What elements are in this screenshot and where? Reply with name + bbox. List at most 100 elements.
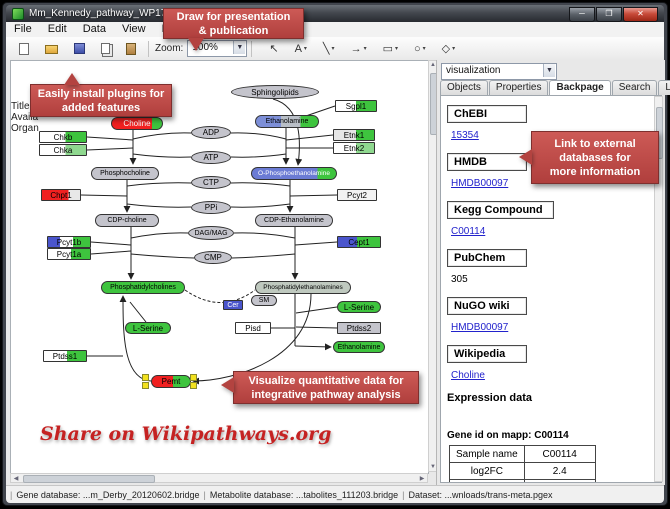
ethanolamine-top-node[interactable]: Ethanolamine [255,115,319,128]
chevron-down-icon[interactable]: ▾ [452,46,456,52]
tab-objects[interactable]: Objects [440,80,488,95]
sample-square-icon [142,374,149,381]
database-id-link[interactable]: Choline [451,370,485,381]
adp-node[interactable]: ADP [191,126,231,139]
gene-id-line: Gene id on mapp: C00114 [447,430,569,441]
database-header: PubChem [447,249,527,267]
rectangle-tool-icon: ▭ [382,43,393,55]
selection-tool-button[interactable]: ↖ [262,40,285,58]
table-cell: 7.80252E-4 [523,479,596,482]
tab-search[interactable]: Search [611,80,658,95]
pcyt1a-node[interactable]: Pcyt1a [47,248,91,260]
chka-node[interactable]: Chka [39,144,87,156]
scroll-right-icon[interactable]: ▶ [419,476,425,482]
phosphocholine-node[interactable]: Phosphocholine [91,167,159,180]
pemt-node[interactable]: Pemt [151,375,191,388]
tab-backpage[interactable]: Backpage [549,80,611,95]
database-id-link[interactable]: HMDB00097 [451,322,509,333]
database-id-link[interactable]: C00114 [451,226,486,237]
pathway-edges [80,98,338,385]
chpt1-node[interactable]: Chpt1 [41,189,81,201]
new-file-button[interactable] [12,40,36,58]
chkb-node[interactable]: Chkb [39,131,87,143]
cdp-choline-node[interactable]: CDP-choline [95,214,159,227]
cer-node[interactable]: Cer [223,300,243,310]
tab-properties[interactable]: Properties [488,80,549,95]
chevron-down-icon[interactable]: ▾ [394,46,398,52]
sm-node[interactable]: SM [251,295,277,306]
status-segment: Metabolite database: ...tabolites_111203… [209,489,399,500]
expression-table: Sample nameC00114log2FC2.4pvalue7.80252E… [449,445,596,482]
ctp-node[interactable]: CTP [191,176,231,189]
chevron-down-icon[interactable]: ▾ [422,46,426,52]
arrow-tool-button[interactable]: →▾ [344,40,374,58]
table-cell: 2.4 [523,462,596,480]
sphingolipids-node[interactable]: Sphingolipids [231,85,319,99]
choline-node[interactable]: Choline [111,117,163,130]
cmp-node[interactable]: CMP [194,251,232,264]
rectangle-tool-button[interactable]: ▭▾ [376,40,405,58]
phosphatidylethanolamines-node[interactable]: Phosphatidylethanolamines [255,281,351,294]
dag-mag-node[interactable]: DAG/MAG [188,226,234,240]
visualization-combobox[interactable]: visualization ▼ [441,63,557,80]
l-serine-left-node[interactable]: L-Serine [125,322,171,334]
menu-data[interactable]: Data [82,23,106,35]
scroll-up-icon[interactable]: ▲ [430,62,436,68]
pisd-node[interactable]: Pisd [235,322,271,334]
atp-node[interactable]: ATP [191,151,231,164]
scroll-down-icon[interactable]: ▼ [430,464,436,470]
cdp-ethanolamine-node[interactable]: CDP-Ethanolamine [255,214,333,227]
paste-button[interactable] [119,40,143,58]
menu-view[interactable]: View [121,23,146,35]
pathway-info-label: Availa [11,112,39,123]
table-cell: Sample name [449,445,525,463]
table-row: pvalue7.80252E-4 [449,479,596,482]
save-file-button[interactable] [67,40,92,58]
shape-tool-button[interactable]: ◇▾ [435,40,462,58]
ethanolamine-bottom-node[interactable]: Ethanolamine [333,341,385,353]
minimize-button[interactable]: ─ [569,7,595,22]
phosphatidylcholines-node[interactable]: Phosphatidylcholines [101,281,185,294]
arrow-tool-icon: → [350,42,362,55]
zoom-combobox[interactable]: 100% ▼ [187,40,248,57]
sgpl1-node[interactable]: Sgpl1 [335,100,377,112]
etnk2-node[interactable]: Etnk2 [333,142,375,154]
open-file-button[interactable] [38,40,65,58]
status-segment: Dataset: ...wnloads/trans-meta.pgex [408,489,553,500]
tab-legend[interactable]: Legend [658,80,670,95]
callout-draw: Draw for presentation & publication [163,8,304,39]
copy-button[interactable] [94,40,117,58]
pcyt2-node[interactable]: Pcyt2 [337,189,377,201]
ptdss1-node[interactable]: Ptdss1 [43,350,87,362]
pcyt1b-node[interactable]: Pcyt1b [47,236,91,248]
l-serine-right-node[interactable]: L-Serine [337,301,381,313]
horizontal-scroll-thumb[interactable] [23,475,155,483]
table-cell: C00114 [523,445,596,463]
etnk1-node[interactable]: Etnk1 [333,129,375,141]
menu-edit[interactable]: Edit [47,23,67,35]
close-button[interactable]: ✕ [623,7,658,22]
canvas-horizontal-scrollbar[interactable]: ◀ ▶ [10,473,428,483]
zoom-label: Zoom: [155,43,184,54]
maximize-button[interactable]: ❐ [596,7,622,22]
database-id-link[interactable]: 15354 [451,130,479,141]
chevron-down-icon[interactable]: ▼ [233,41,246,54]
menu-file[interactable]: File [14,23,32,35]
ellipse-tool-button[interactable]: ○▾ [407,40,433,58]
chevron-down-icon[interactable]: ▾ [331,46,335,52]
title-bar[interactable]: Mm_Kennedy_pathway_WP1771_45176.gp... ─❐… [6,5,664,22]
chevron-down-icon[interactable]: ▼ [543,64,555,77]
ptdss2-node[interactable]: Ptdss2 [337,322,381,334]
chevron-down-icon[interactable]: ▾ [303,46,307,52]
scroll-left-icon[interactable]: ◀ [13,476,19,482]
o-phosphoethanolamine-node[interactable]: O-Phosphoethanolamine [251,167,337,180]
chevron-down-icon[interactable]: ▾ [363,46,367,52]
cept1-node[interactable]: Cept1 [337,236,381,248]
database-id-link[interactable]: HMDB00097 [451,178,509,189]
ppi-node[interactable]: PPi [191,201,231,214]
line-tool-button[interactable]: ╲▾ [316,40,342,58]
label-tool-button[interactable]: A▾ [288,40,314,58]
